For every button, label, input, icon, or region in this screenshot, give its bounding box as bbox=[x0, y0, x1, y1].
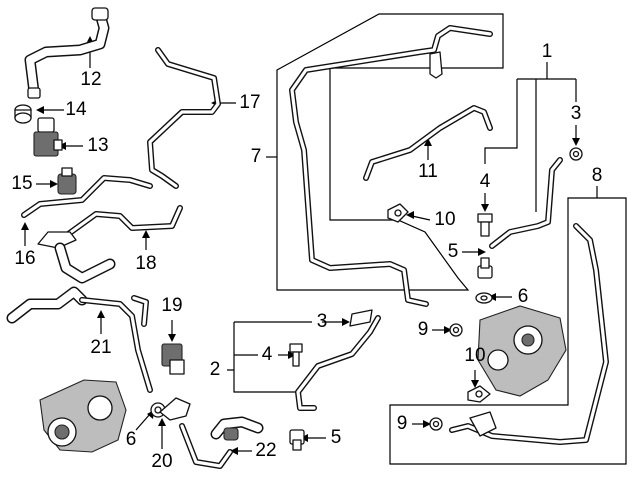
turbocharger-left bbox=[39, 379, 127, 453]
callout-15: 15 bbox=[11, 173, 32, 194]
callout-2: 2 bbox=[210, 359, 221, 380]
callout-5-upper: 5 bbox=[448, 241, 459, 262]
part-9-oring-upper bbox=[449, 323, 463, 337]
group-8-box bbox=[389, 197, 627, 465]
callout-6-right: 6 bbox=[518, 286, 529, 307]
part-17-tube bbox=[147, 47, 221, 189]
turbocharger-right bbox=[477, 305, 567, 397]
part-19-sensor bbox=[161, 343, 185, 375]
part-11-tube bbox=[363, 105, 493, 181]
callout-20: 20 bbox=[151, 451, 172, 472]
part-16-tube bbox=[21, 175, 153, 218]
callout-10-upper: 10 bbox=[434, 209, 455, 230]
leader-lines bbox=[24, 42, 598, 452]
callout-19: 19 bbox=[161, 295, 182, 316]
part-10-gasket-upper bbox=[387, 203, 409, 223]
callout-9-lower: 9 bbox=[397, 413, 408, 434]
callout-5-lower: 5 bbox=[331, 427, 342, 448]
callout-10-lower: 10 bbox=[464, 345, 485, 366]
callout-4-upper: 4 bbox=[480, 171, 491, 192]
part-13-solenoid bbox=[33, 117, 63, 157]
callout-labels: 1 2 3 3 4 4 5 5 6 6 7 8 9 9 10 10 11 12 … bbox=[11, 41, 602, 472]
part-4-bolt bbox=[289, 343, 303, 367]
callout-11: 11 bbox=[418, 161, 438, 182]
part-7-tube bbox=[289, 25, 493, 307]
callout-3-upper: 3 bbox=[571, 103, 582, 124]
part-2-tube bbox=[295, 315, 381, 411]
callout-3-lower: 3 bbox=[317, 311, 328, 332]
part-15-valve bbox=[57, 167, 77, 195]
callout-16: 16 bbox=[14, 248, 35, 269]
part-6-washer-right bbox=[475, 292, 493, 304]
callout-9-upper: 9 bbox=[418, 319, 429, 340]
callout-6-left: 6 bbox=[126, 429, 137, 450]
callout-1: 1 bbox=[542, 41, 553, 62]
part-14-clamp bbox=[14, 104, 32, 124]
callout-18: 18 bbox=[135, 253, 156, 274]
callout-13: 13 bbox=[87, 135, 108, 156]
part-3-gasket bbox=[349, 309, 373, 327]
part-12-hose bbox=[24, 7, 110, 99]
part-3-washer bbox=[569, 147, 583, 161]
part-1-tube bbox=[489, 157, 563, 249]
part-10-gasket-lower bbox=[467, 385, 491, 403]
part-21-tube bbox=[6, 286, 153, 393]
part-22-hose bbox=[179, 416, 264, 469]
callout-4-lower: 4 bbox=[262, 344, 273, 365]
callout-21: 21 bbox=[90, 337, 111, 358]
callout-8: 8 bbox=[592, 165, 603, 186]
callout-12: 12 bbox=[80, 69, 101, 90]
callout-22: 22 bbox=[255, 440, 276, 461]
group-7-box bbox=[276, 13, 504, 291]
part-9-oring-lower bbox=[429, 417, 443, 431]
part-20-bracket bbox=[159, 397, 191, 421]
part-8-tube bbox=[449, 223, 609, 445]
part-5-fitting-lower bbox=[289, 429, 305, 451]
part-18-tube bbox=[37, 205, 183, 284]
callout-7: 7 bbox=[251, 146, 262, 167]
callout-14: 14 bbox=[65, 99, 87, 120]
part-4-bolt-upper bbox=[477, 213, 493, 237]
part-5-fitting-upper bbox=[477, 257, 493, 279]
callout-17: 17 bbox=[239, 92, 260, 113]
